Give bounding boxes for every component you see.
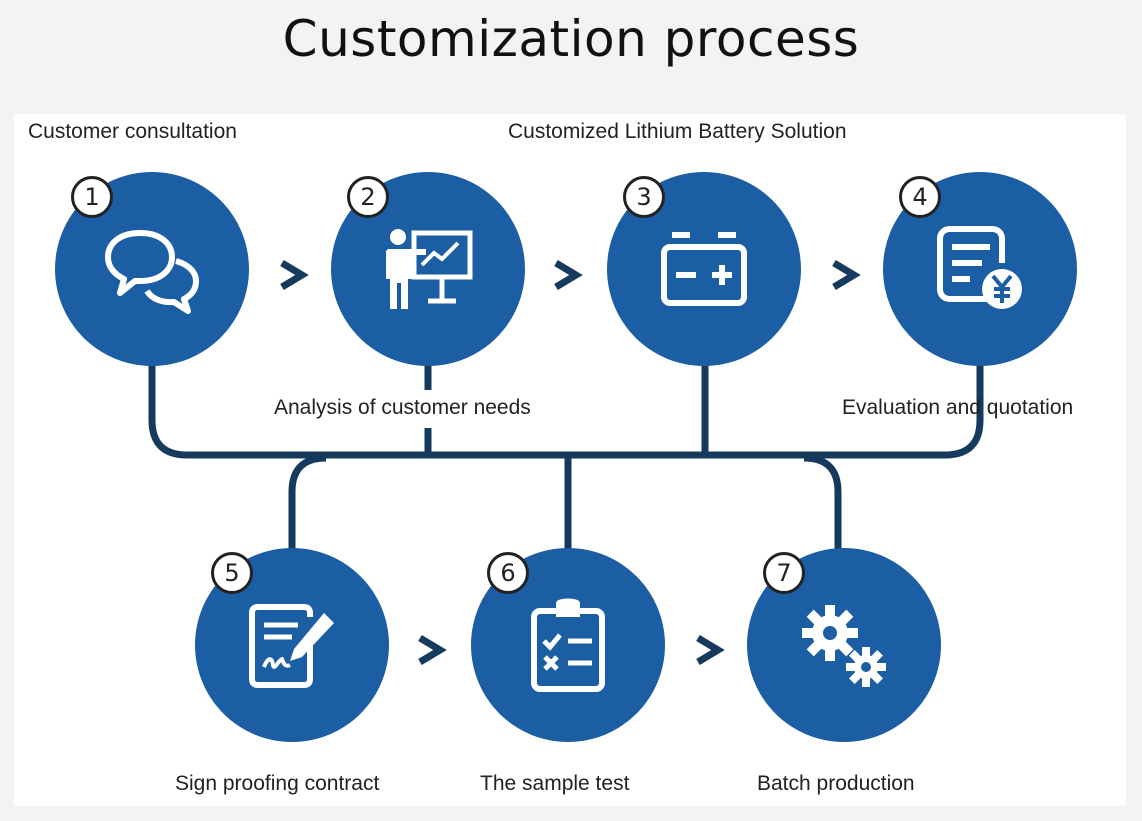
- label-analysis: Analysis of customer needs: [274, 396, 531, 419]
- chevron-right-icon: [554, 259, 583, 291]
- page-title: Customization process: [282, 10, 860, 68]
- label-lithium-solution: Customized Lithium Battery Solution: [508, 120, 847, 143]
- label-sign-contract: Sign proofing contract: [175, 772, 380, 795]
- chevron-right-icon: [280, 259, 309, 291]
- step-number-badge: 4: [899, 176, 941, 218]
- step-number-badge: 5: [211, 552, 253, 594]
- signed-document-icon: [249, 604, 334, 688]
- label-batch-production: Batch production: [757, 772, 915, 795]
- step-4-circle: 4: [883, 172, 1077, 366]
- step-3-circle: 3: [607, 172, 801, 366]
- label-evaluation: Evaluation and quotation: [842, 396, 1074, 419]
- step-number-badge: 6: [487, 552, 529, 594]
- gears-icon: [802, 605, 886, 687]
- step-6-circle: 6: [471, 548, 665, 742]
- chevron-right-icon: [696, 634, 725, 666]
- battery-icon: [661, 232, 747, 306]
- step-2-circle: 2: [331, 172, 525, 366]
- step-number-badge: 7: [763, 552, 805, 594]
- presentation-chart-icon: [386, 229, 473, 309]
- yen-invoice-icon: [937, 226, 1022, 309]
- label-sample-test: The sample test: [480, 772, 630, 795]
- checklist-clipboard-icon: [531, 598, 605, 692]
- step-number-badge: 1: [71, 176, 113, 218]
- chevron-right-icon: [418, 634, 447, 666]
- chevron-right-icon: [832, 259, 861, 291]
- step-1-circle: 1: [55, 172, 249, 366]
- step-5-circle: 5: [195, 548, 389, 742]
- chat-bubbles-icon: [105, 230, 199, 314]
- step-number-badge: 2: [347, 176, 389, 218]
- step-number-badge: 3: [623, 176, 665, 218]
- step-7-circle: 7: [747, 548, 941, 742]
- label-customer-consultation: Customer consultation: [28, 120, 237, 143]
